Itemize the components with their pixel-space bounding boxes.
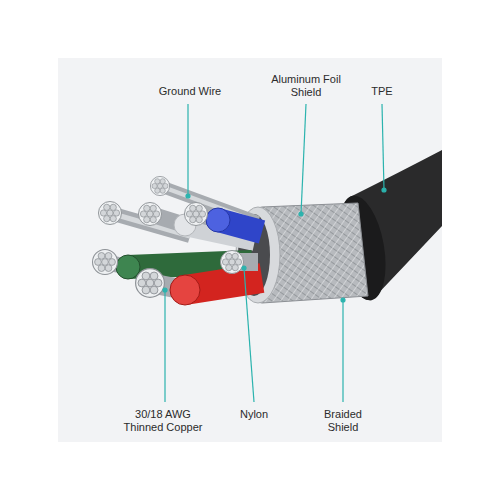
red-wire [136,269,262,305]
leader-dot [242,266,246,270]
part-label: Braided Shield [315,408,371,434]
panel-background [58,58,442,442]
leader-dot [299,212,303,216]
part-label: Nylon [229,408,279,421]
leader-line [164,290,165,402]
part-label: Ground Wire [145,85,235,98]
part-label: TPE [362,85,402,98]
leader-line [301,104,306,214]
leader-line [342,300,343,402]
leader-dot [341,298,345,302]
leader-line [382,104,384,190]
leader-line [244,268,254,402]
nylon-filler [220,250,258,273]
leader-dot [186,194,190,198]
leader-dot [163,288,167,292]
blue-wire [184,202,262,232]
leader-dot [382,188,386,192]
leader-lines [163,104,386,402]
leader-line [187,104,188,196]
part-label: 30/18 AWG Thinned Copper [120,408,206,434]
part-label: Aluminum Foil Shield [271,73,341,99]
